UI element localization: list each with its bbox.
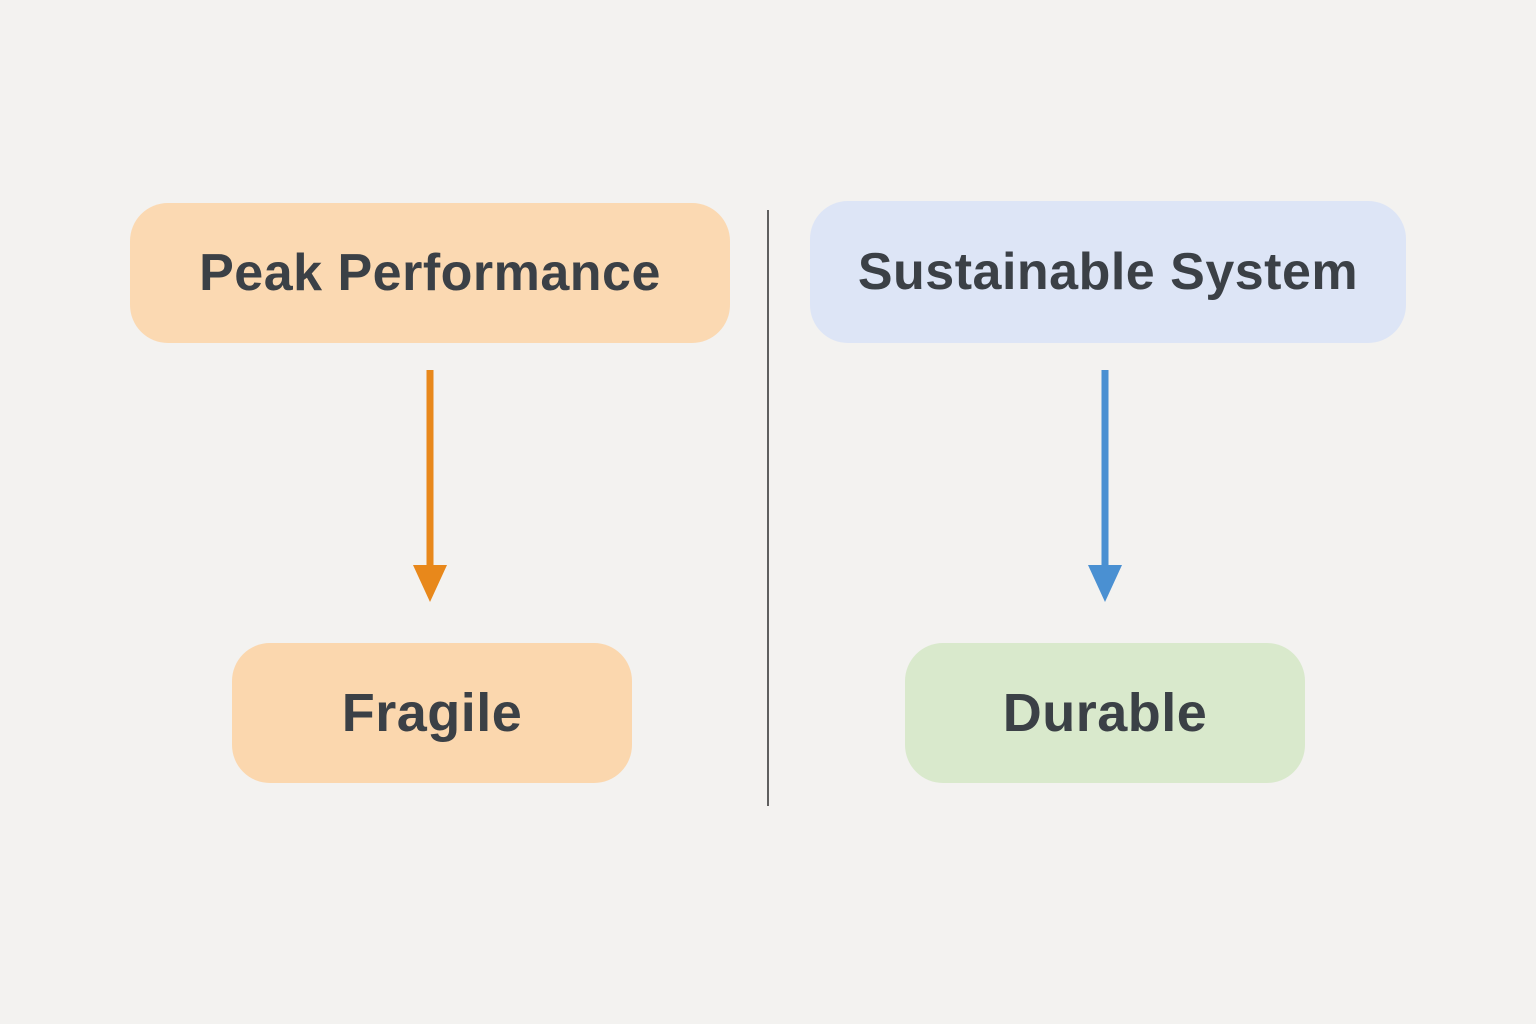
sustainable-system-label: Sustainable System	[857, 243, 1359, 301]
right-down-arrow-icon	[1088, 370, 1122, 602]
durable-label: Durable	[1002, 683, 1208, 743]
fragile-label: Fragile	[341, 683, 523, 743]
left-arrow-head	[413, 565, 447, 602]
peak-performance-node: Peak Performance	[130, 203, 730, 343]
durable-node: Durable	[905, 643, 1305, 783]
vertical-divider	[767, 210, 769, 806]
left-down-arrow-icon	[413, 370, 447, 602]
fragile-node: Fragile	[232, 643, 632, 783]
right-arrow-head	[1088, 565, 1122, 602]
sustainable-system-node: Sustainable System	[810, 201, 1406, 343]
peak-performance-label: Peak Performance	[199, 244, 661, 302]
